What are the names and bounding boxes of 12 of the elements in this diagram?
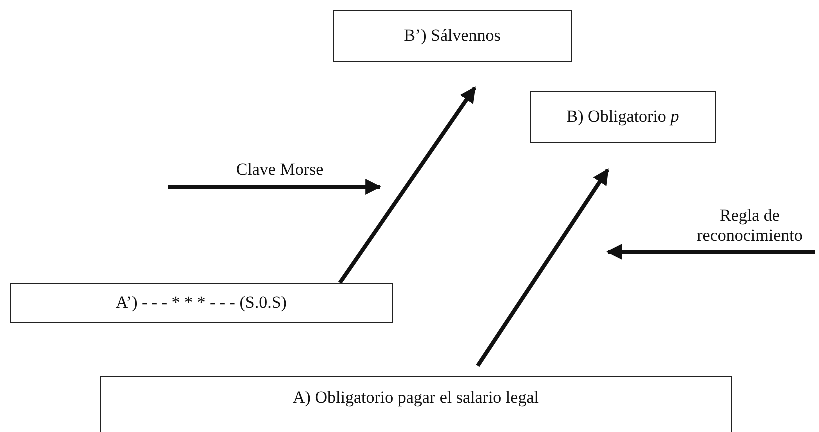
arrow xyxy=(338,86,477,284)
arrow-label: Regla de reconocimiento xyxy=(696,206,804,247)
box-label: A) Obligatorio pagar el salario legal xyxy=(293,388,539,408)
arrow xyxy=(476,168,610,368)
text-box xyxy=(100,376,732,432)
text-box xyxy=(530,91,716,143)
box-label: B’) Sálvennos xyxy=(404,26,501,46)
text-box xyxy=(10,283,393,323)
arrow-label: Clave Morse xyxy=(235,160,325,180)
box-label: B) Obligatorio p xyxy=(566,107,680,127)
text-box xyxy=(333,10,572,62)
box-label: A’) - - - * * * - - - (S.0.S) xyxy=(116,293,287,313)
